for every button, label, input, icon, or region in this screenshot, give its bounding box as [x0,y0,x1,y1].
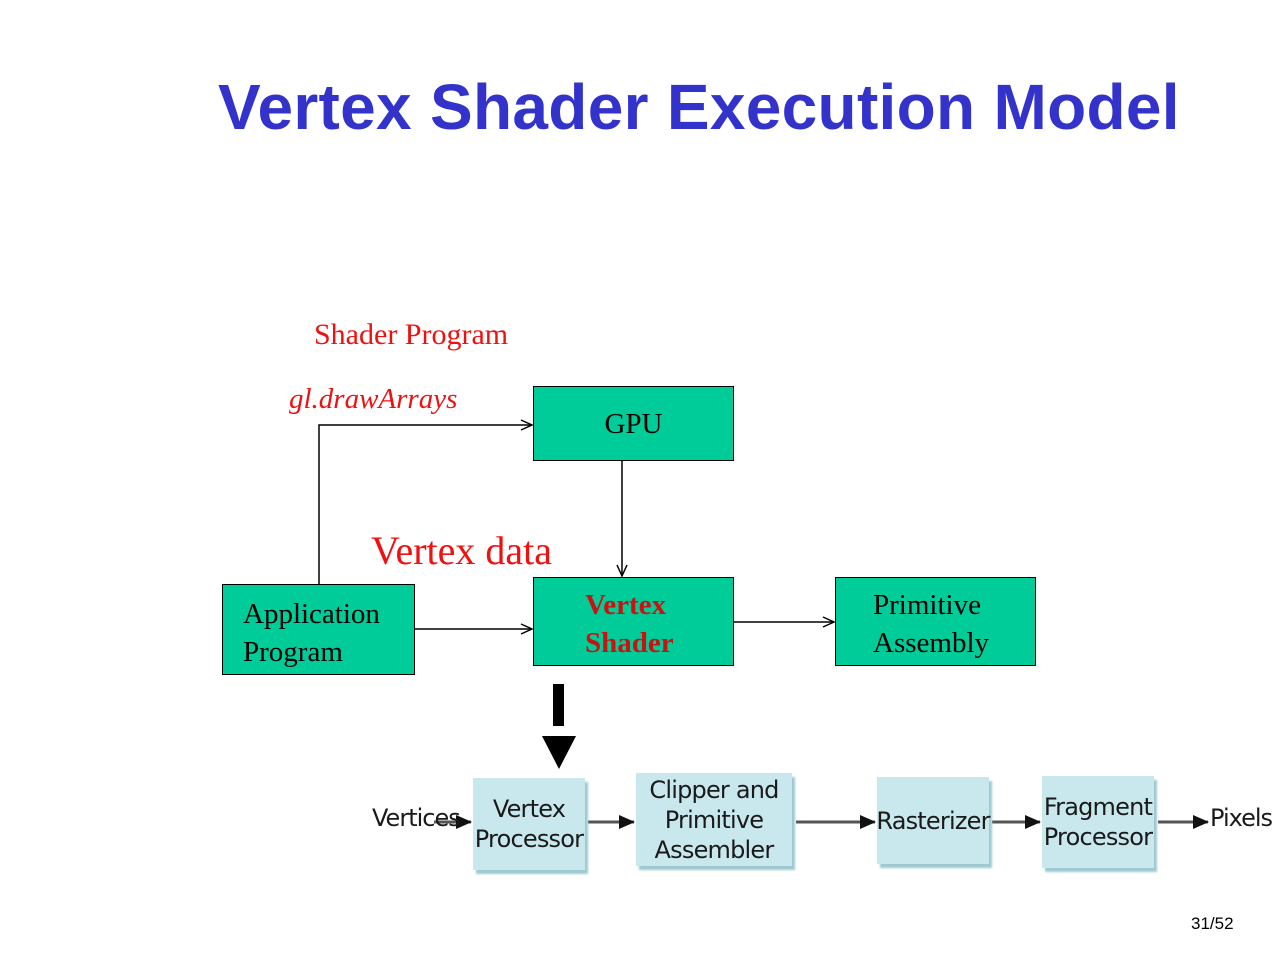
pipeline-input-label: Vertices [372,804,461,832]
vertex-shader-line-1: Vertex [585,589,667,621]
clipper-assembler-line-1: Clipper and [649,775,779,804]
slide-title: Vertex Shader Execution Model [218,71,1180,143]
vertex-processor-line-2: Processor [474,825,584,853]
application-program-line-2: Program [243,636,343,668]
shader-program-label: Shader Program [314,318,509,351]
application-program-box: Application Program [222,584,415,675]
draw-arrays-label: gl.drawArrays [289,383,458,415]
primitive-assembly-line-2: Assembly [873,627,989,659]
draw-arrays-arrow [318,419,534,584]
primitive-assembly-line-1: Primitive [873,589,981,621]
fragment-processor-stage: Fragment Processor [1042,776,1154,868]
rasterizer-line-1: Rasterizer [876,806,990,835]
down-arrow-shaft [553,684,564,726]
rasterizer-stage: Rasterizer [876,777,990,864]
vertex-processor-stage: Vertex Processor [473,778,585,870]
vertex-shader-box: Vertex Shader [533,577,734,666]
vertex-data-label: Vertex data [371,528,553,573]
page-number: 31/52 [1191,914,1234,933]
gpu-box: GPU [533,386,734,461]
fragment-processor-line-1: Fragment [1043,793,1153,821]
gpu-label: GPU [604,407,663,440]
pipeline-output-label: Pixels [1210,804,1273,832]
fragment-processor-line-2: Processor [1043,823,1153,851]
down-arrow-head [542,736,576,769]
vertex-shader-line-2: Shader [585,627,674,659]
clipper-assembler-stage: Clipper and Primitive Assembler [636,773,792,866]
vertex-processor-line-1: Vertex [492,795,566,823]
application-program-line-1: Application [243,598,380,630]
clipper-assembler-line-2: Primitive Assembler [654,805,775,864]
primitive-assembly-box: Primitive Assembly [835,577,1036,666]
